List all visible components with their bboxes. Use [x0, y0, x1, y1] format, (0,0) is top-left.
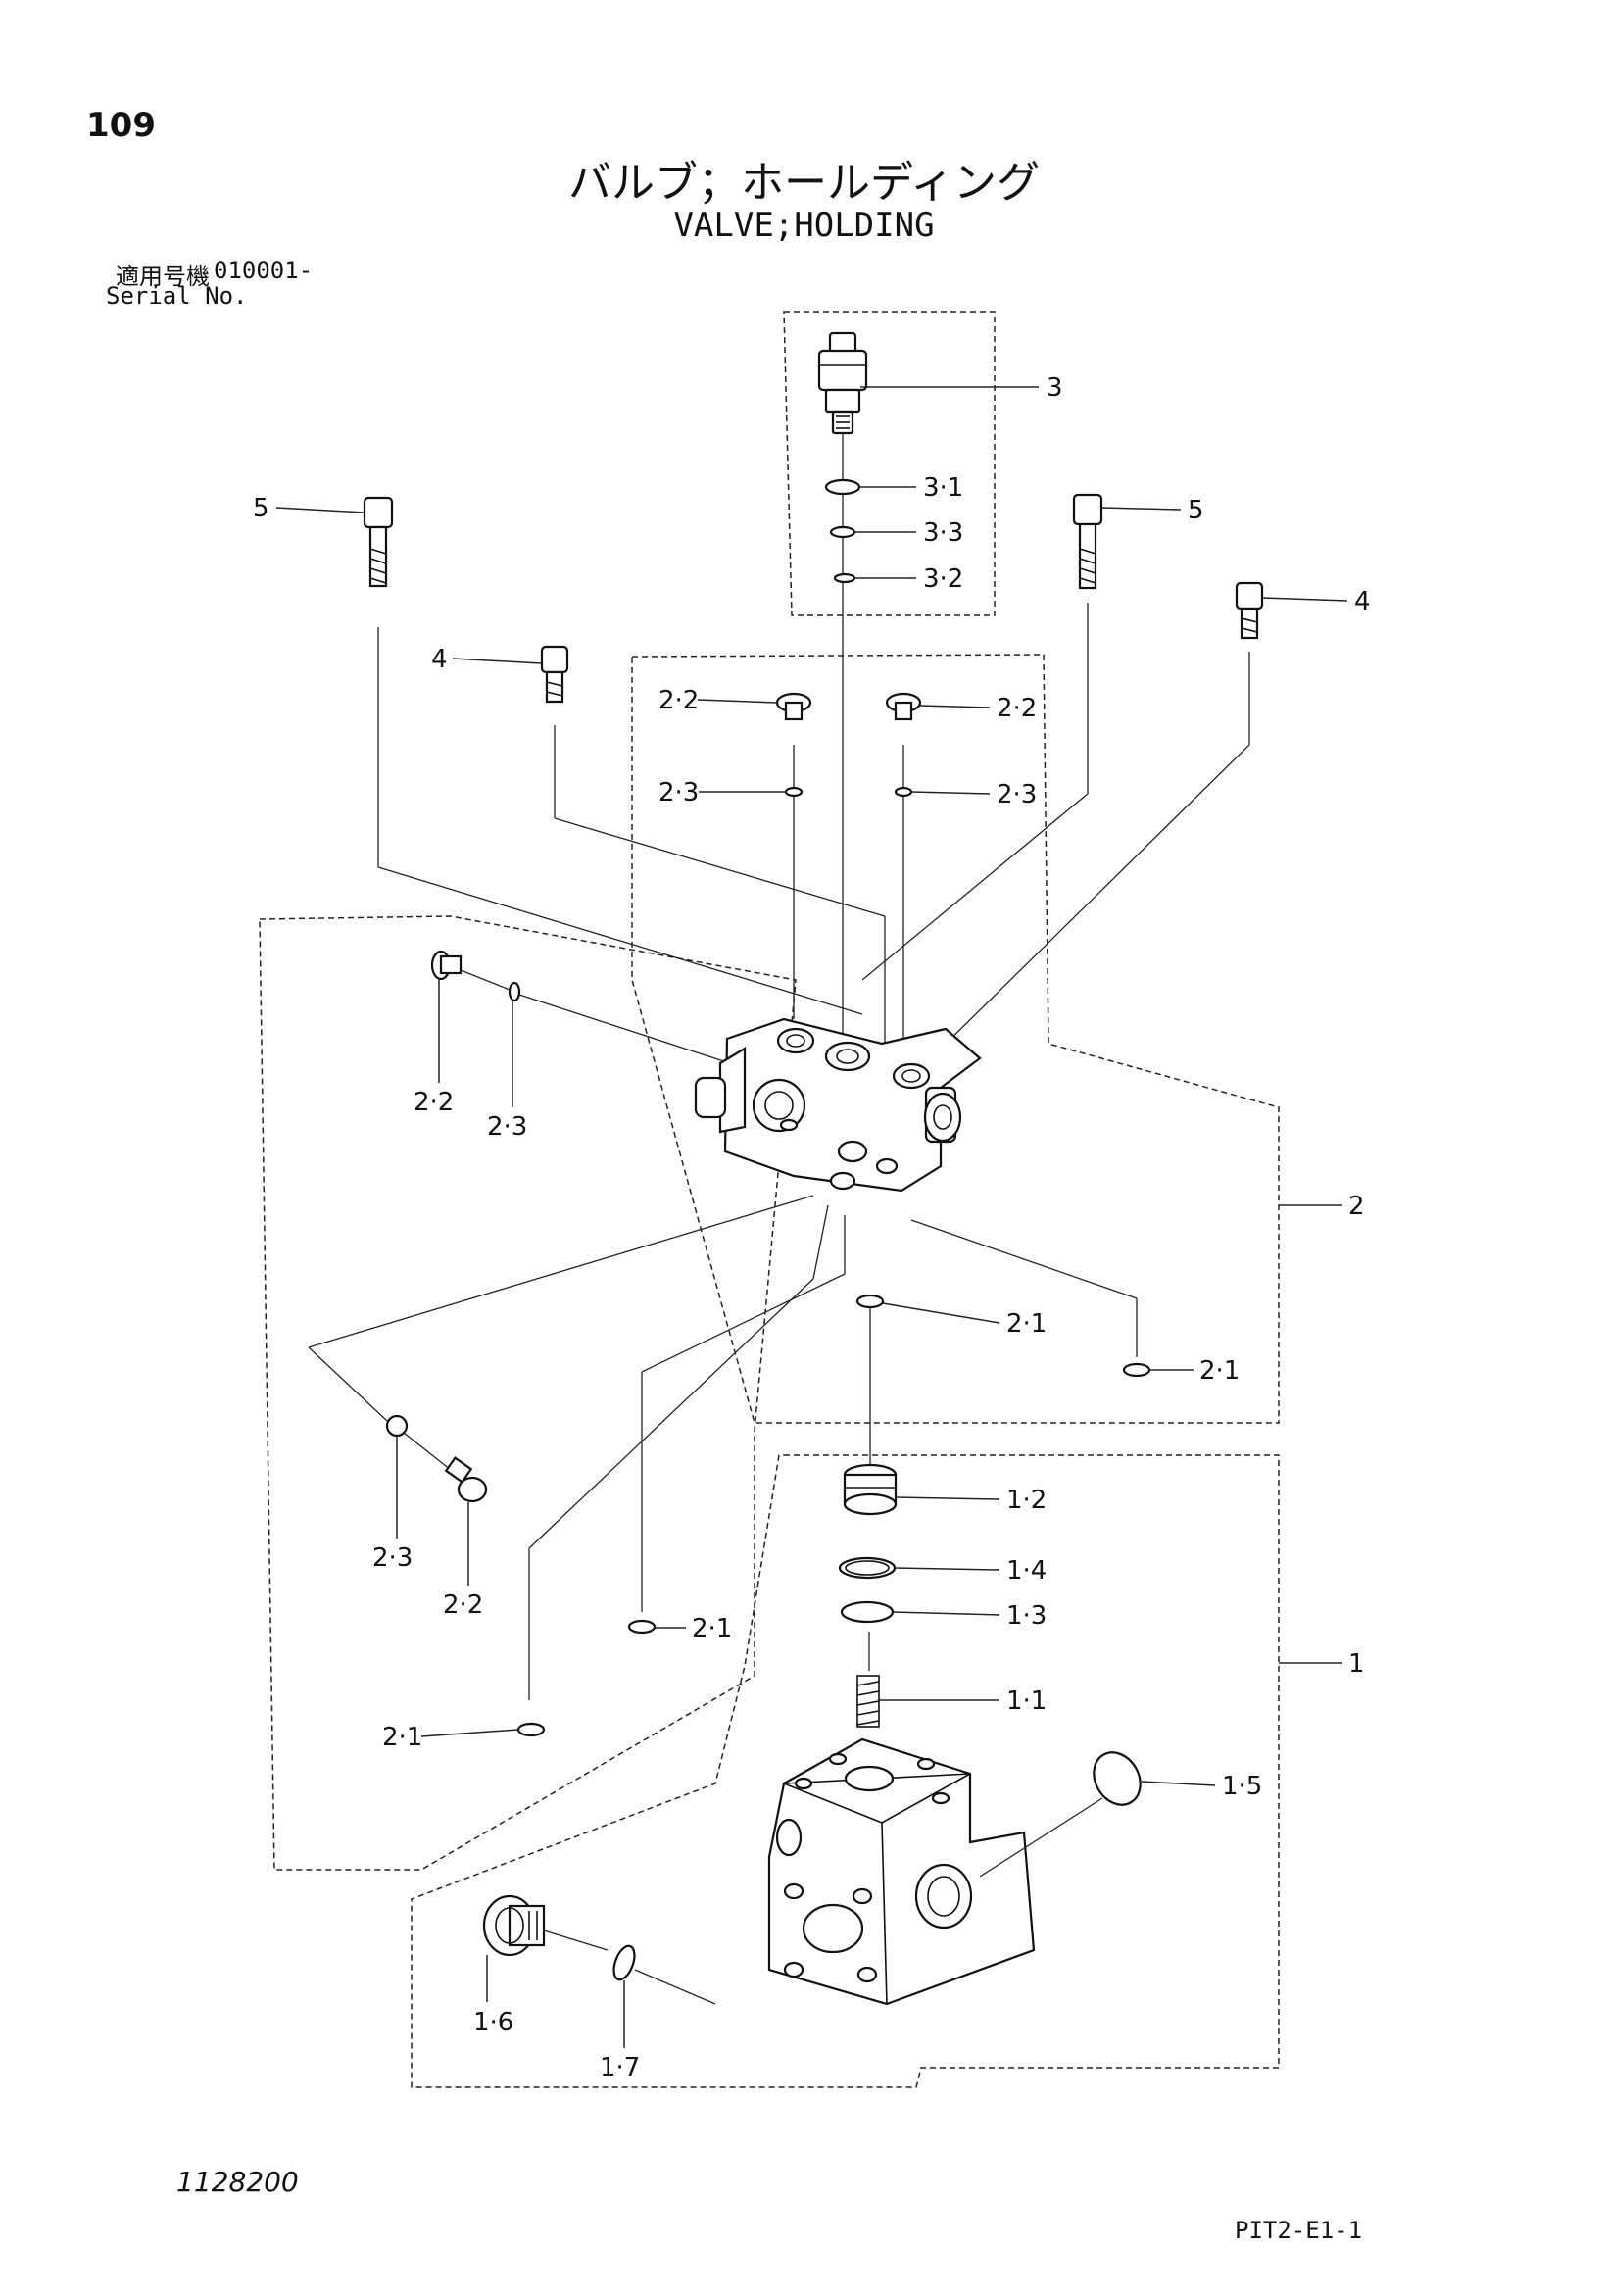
bolt-5-left [363, 496, 394, 588]
callout-4-left: 4 [431, 645, 448, 674]
o-ring-1-3 [840, 1600, 895, 1624]
callout-3-2: 3·2 [923, 564, 963, 594]
callout-1-6: 1·6 [473, 2008, 513, 2037]
ring-2-1-c [627, 1619, 657, 1635]
callout-2: 2 [1348, 1192, 1365, 1221]
ring-1-7 [612, 1944, 636, 1981]
ring-2-1-d [516, 1722, 546, 1737]
poppet-1-2 [843, 1463, 898, 1516]
callout-2-3-a: 2·3 [658, 778, 699, 807]
group-3-boundary [783, 311, 996, 616]
check-valve-housing [767, 1737, 1036, 2006]
callout-3: 3 [1047, 373, 1063, 403]
bolt-4-right [1235, 581, 1264, 640]
callout-1-2: 1·2 [1006, 1486, 1047, 1515]
callout-2-1-b: 2·1 [1199, 1356, 1240, 1386]
o-ring-3-2 [833, 572, 856, 584]
ring-2-3-a [784, 786, 804, 798]
callout-3-1: 3·1 [923, 473, 963, 503]
callout-2-3-d: 2·3 [372, 1543, 413, 1573]
ring-2-1-a [855, 1294, 885, 1309]
relief-valve-cartridge [817, 331, 868, 435]
plug-2-2-d [444, 1456, 488, 1503]
title-english: VALVE;HOLDING [673, 206, 935, 245]
bolt-5-right [1072, 493, 1103, 590]
callout-1: 1 [1348, 1649, 1365, 1679]
drawing-number: 1128200 [176, 2166, 299, 2198]
callout-2-2-c: 2·2 [414, 1088, 454, 1117]
spring-1-1 [856, 1675, 880, 1728]
callout-2-2-d: 2·2 [443, 1590, 483, 1620]
plug-1-6 [482, 1894, 546, 1957]
ring-2-1-b [1122, 1362, 1151, 1378]
bolt-4-left [540, 645, 569, 704]
callout-2-1-c: 2·1 [692, 1614, 732, 1643]
callout-2-3-b: 2·3 [997, 780, 1037, 809]
callout-1-5: 1·5 [1222, 1772, 1262, 1801]
callout-2-1-a: 2·1 [1006, 1309, 1047, 1339]
callout-1-7: 1·7 [600, 2053, 640, 2082]
serial-label-english: Serial No. [106, 282, 248, 310]
ring-2-3-b [894, 786, 913, 798]
plug-2-2-c [430, 950, 463, 981]
callout-2-2-a: 2·2 [658, 686, 699, 715]
callout-2-1-d: 2·1 [382, 1723, 422, 1752]
page-code: PIT2-E1-1 [1235, 2217, 1363, 2244]
serial-label-japanese: 適用号機 [116, 263, 210, 290]
callout-1-3: 1·3 [1006, 1601, 1047, 1631]
o-ring-1-5 [1093, 1751, 1142, 1806]
callout-4-right: 4 [1354, 587, 1371, 616]
callout-2-3-c: 2·3 [487, 1112, 527, 1142]
plug-2-2-a [775, 692, 812, 721]
callout-5-right: 5 [1188, 496, 1204, 525]
o-ring-3-1 [824, 478, 861, 496]
callout-2-2-b: 2·2 [997, 694, 1037, 723]
callout-3-3: 3·3 [923, 518, 963, 548]
callout-1-1: 1·1 [1006, 1686, 1047, 1716]
plug-2-2-b [885, 692, 922, 721]
callout-5-left: 5 [253, 494, 269, 523]
serial-value: 010001- [214, 257, 314, 284]
o-ring-3-3 [829, 525, 856, 539]
ring-2-3-c [508, 981, 521, 1002]
valve-body [694, 1017, 982, 1193]
group-left-boundary [259, 915, 797, 1871]
title-japanese: バルブ；ホールディング [568, 158, 1040, 208]
callout-1-4: 1·4 [1006, 1556, 1047, 1586]
page-number: 109 [86, 106, 156, 145]
group-1-boundary [411, 1454, 1280, 2088]
group-2-boundary [631, 654, 1280, 1424]
